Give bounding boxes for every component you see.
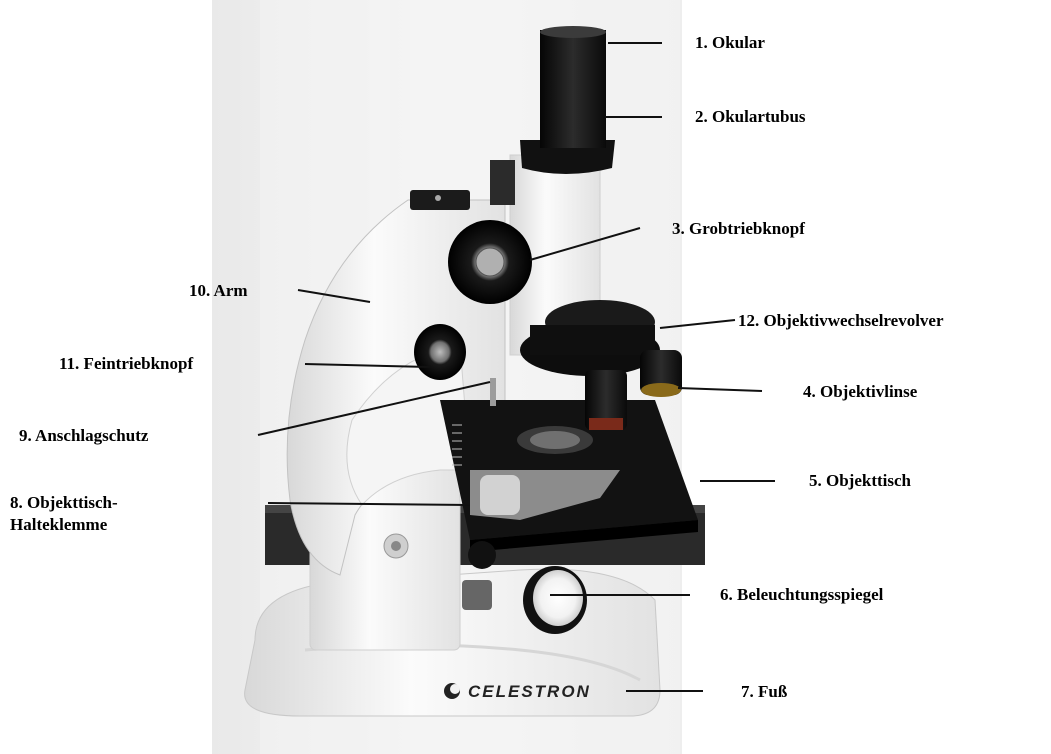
leader-feintrieb (304, 363, 431, 368)
label-okulartubus: 2. Okulartubus (695, 107, 806, 126)
leader-arm (297, 289, 371, 303)
leader-objektivlinse (677, 387, 763, 392)
fine-knob-shape (414, 324, 466, 380)
leader-grobtrieb (529, 227, 641, 261)
label-anschlagschutz: 9. Anschlagschutz (19, 426, 149, 445)
label-halteklemme: 8. Objekttisch- Halteklemme (10, 492, 118, 536)
label-objektivwechselrevolver: 12. Objektivwechselrevolver (738, 311, 944, 330)
label-fuss: 7. Fuß (741, 682, 788, 701)
brand-text: CELESTRON (468, 682, 591, 701)
coarse-knob-shape (448, 220, 532, 304)
leader-anschlagschutz (257, 381, 491, 436)
label-arm: 10. Arm (189, 281, 248, 300)
leader-revolver (659, 319, 736, 329)
label-okular: 1. Okular (695, 33, 765, 52)
arm-shape (286, 190, 506, 576)
stage-shape (440, 400, 698, 552)
label-objektivlinse: 4. Objektivlinse (803, 382, 918, 401)
eyepiece-shape (520, 26, 615, 174)
mirror-shape (462, 541, 587, 634)
label-grobtriebknopf: 3. Grobtriebknopf (672, 219, 805, 238)
leader-lines (257, 42, 775, 692)
label-feintriebknopf: 11. Feintriebknopf (59, 354, 194, 373)
label-halteklemme-line2: Halteklemme (10, 515, 108, 534)
objectives-shape (585, 350, 682, 430)
stopper-post (490, 378, 496, 406)
label-beleuchtungsspiegel: 6. Beleuchtungsspiegel (720, 585, 884, 604)
label-objekttisch: 5. Objekttisch (809, 471, 911, 490)
revolver-shape (520, 300, 660, 376)
celestron-logo: CELESTRON (444, 682, 591, 701)
label-halteklemme-line1: 8. Objekttisch- (10, 493, 118, 512)
leader-halteklemme (267, 502, 471, 506)
